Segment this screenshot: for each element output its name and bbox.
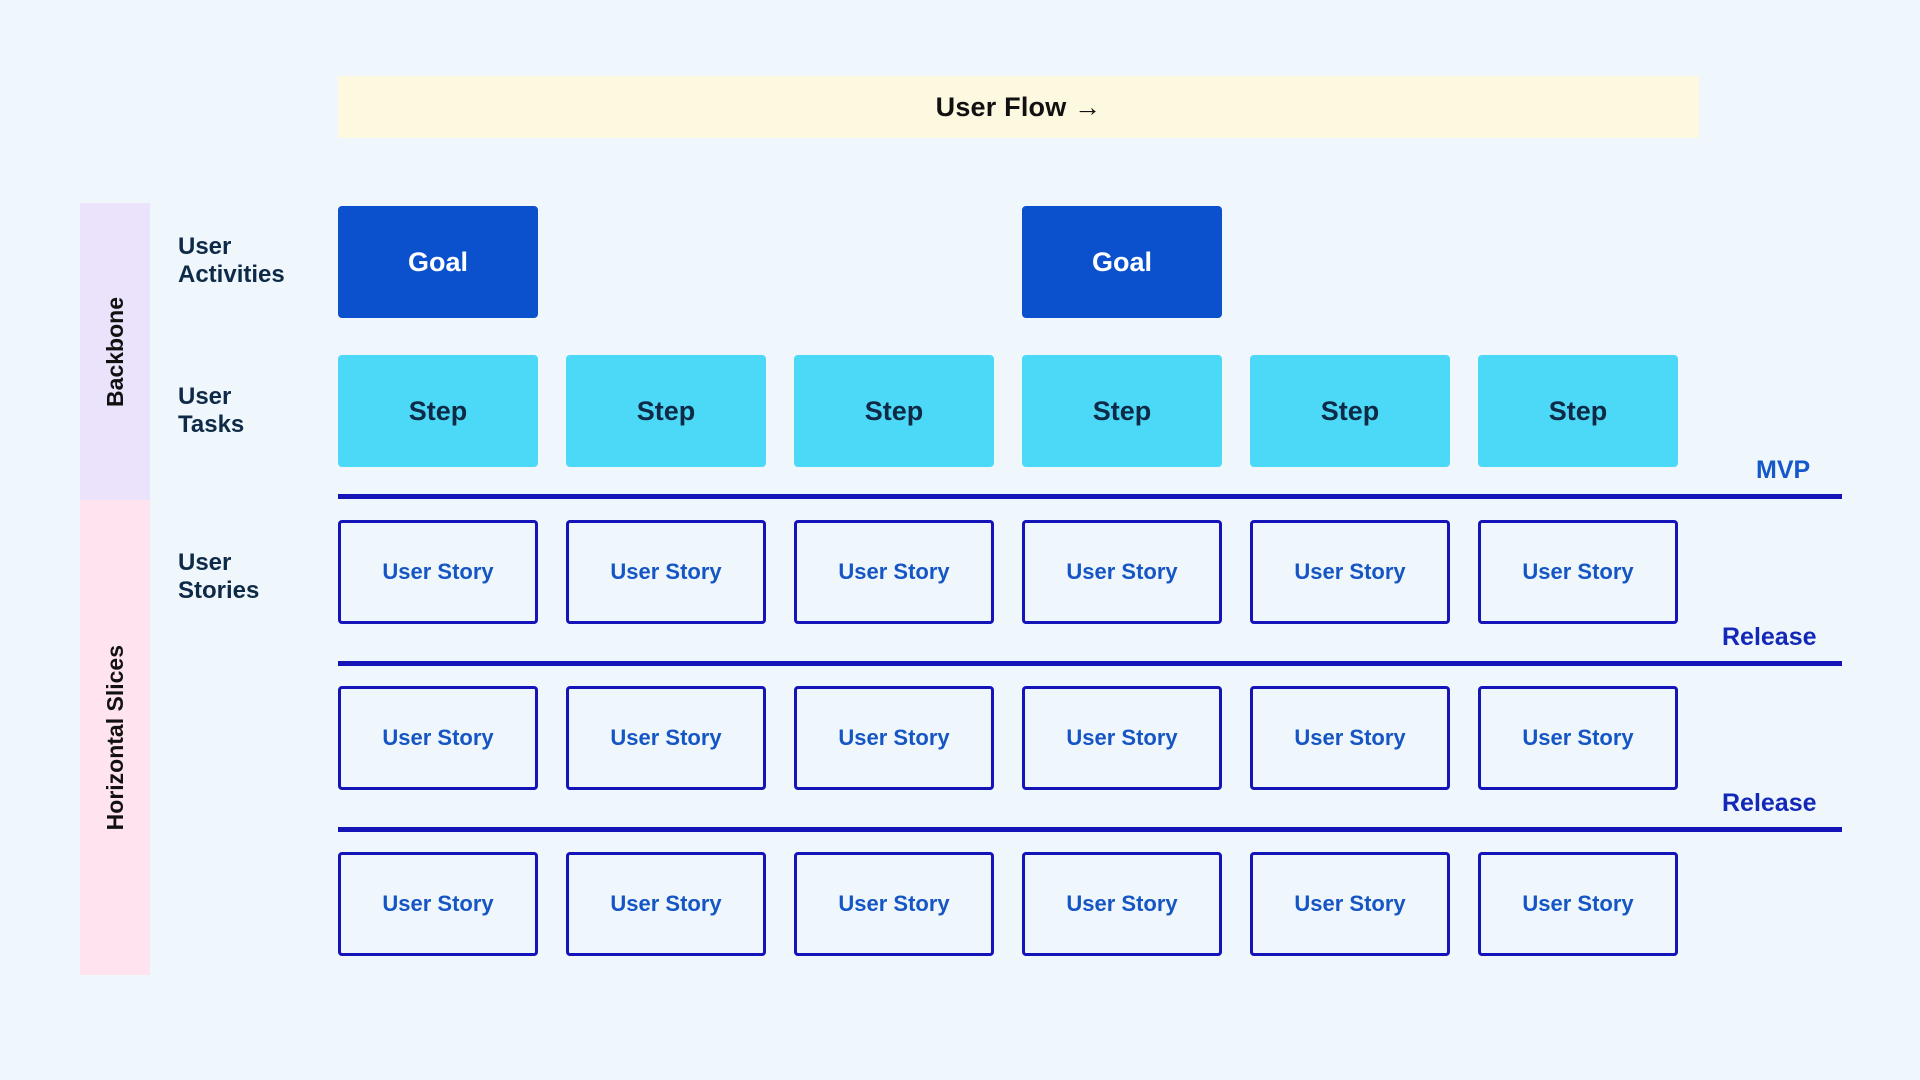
user-story-card[interactable]: User Story	[1478, 686, 1678, 790]
step-card[interactable]: Step	[1250, 355, 1450, 467]
row-user-tasks: Step Step Step Step Step Step	[338, 355, 1699, 467]
user-flow-banner: User Flow →	[338, 76, 1699, 138]
row-user-stories-2: User Story User Story User Story User St…	[338, 686, 1699, 790]
user-story-card[interactable]: User Story	[1250, 686, 1450, 790]
user-story-card[interactable]: User Story	[338, 686, 538, 790]
user-story-card[interactable]: User Story	[794, 686, 994, 790]
row-label-user-activities-line2: Activities	[178, 261, 285, 289]
goal-row-spacer	[1478, 206, 1678, 318]
step-card[interactable]: Step	[1478, 355, 1678, 467]
user-story-card[interactable]: User Story	[1250, 852, 1450, 956]
row-user-activities: Goal Goal	[338, 206, 1699, 318]
user-story-card[interactable]: User Story	[338, 520, 538, 624]
user-story-card[interactable]: User Story	[1022, 520, 1222, 624]
goal-row-spacer	[1250, 206, 1450, 318]
band-backbone: Backbone	[80, 203, 150, 500]
row-label-user-tasks: User Tasks	[178, 383, 328, 439]
goal-row-spacer	[794, 206, 994, 318]
user-story-card[interactable]: User Story	[566, 852, 766, 956]
goal-card[interactable]: Goal	[1022, 206, 1222, 318]
user-story-card[interactable]: User Story	[566, 686, 766, 790]
band-horizontal-slices-label: Horizontal Slices	[101, 644, 128, 831]
user-story-card[interactable]: User Story	[1478, 520, 1678, 624]
row-user-stories-1: User Story User Story User Story User St…	[338, 520, 1699, 624]
row-label-user-tasks-line1: User	[178, 383, 232, 410]
goal-card[interactable]: Goal	[338, 206, 538, 318]
step-card[interactable]: Step	[566, 355, 766, 467]
step-card[interactable]: Step	[338, 355, 538, 467]
user-story-card[interactable]: User Story	[338, 852, 538, 956]
divider-label-release-1: Release	[1722, 623, 1817, 651]
row-label-user-stories: User Stories	[178, 549, 328, 605]
band-horizontal-slices: Horizontal Slices	[80, 500, 150, 975]
band-backbone-label: Backbone	[101, 296, 128, 407]
row-label-user-activities: User Activities	[178, 233, 328, 289]
divider-mvp	[338, 494, 1842, 499]
divider-release-2	[338, 827, 1842, 832]
row-label-user-stories-line2: Stories	[178, 577, 260, 605]
user-flow-banner-label: User Flow →	[935, 91, 1102, 122]
user-story-card[interactable]: User Story	[1022, 852, 1222, 956]
step-card[interactable]: Step	[794, 355, 994, 467]
user-story-card[interactable]: User Story	[794, 520, 994, 624]
divider-label-mvp: MVP	[1756, 456, 1811, 484]
user-story-card[interactable]: User Story	[1478, 852, 1678, 956]
user-story-card[interactable]: User Story	[1022, 686, 1222, 790]
row-label-user-stories-line1: User	[178, 549, 232, 576]
step-card[interactable]: Step	[1022, 355, 1222, 467]
row-label-user-activities-line1: User	[178, 233, 232, 260]
user-story-card[interactable]: User Story	[1250, 520, 1450, 624]
user-story-card[interactable]: User Story	[566, 520, 766, 624]
row-user-stories-3: User Story User Story User Story User St…	[338, 852, 1699, 956]
goal-row-spacer	[566, 206, 766, 318]
user-story-card[interactable]: User Story	[794, 852, 994, 956]
divider-label-release-2: Release	[1722, 789, 1817, 817]
row-label-user-tasks-line2: Tasks	[178, 411, 245, 439]
divider-release-1	[338, 661, 1842, 666]
